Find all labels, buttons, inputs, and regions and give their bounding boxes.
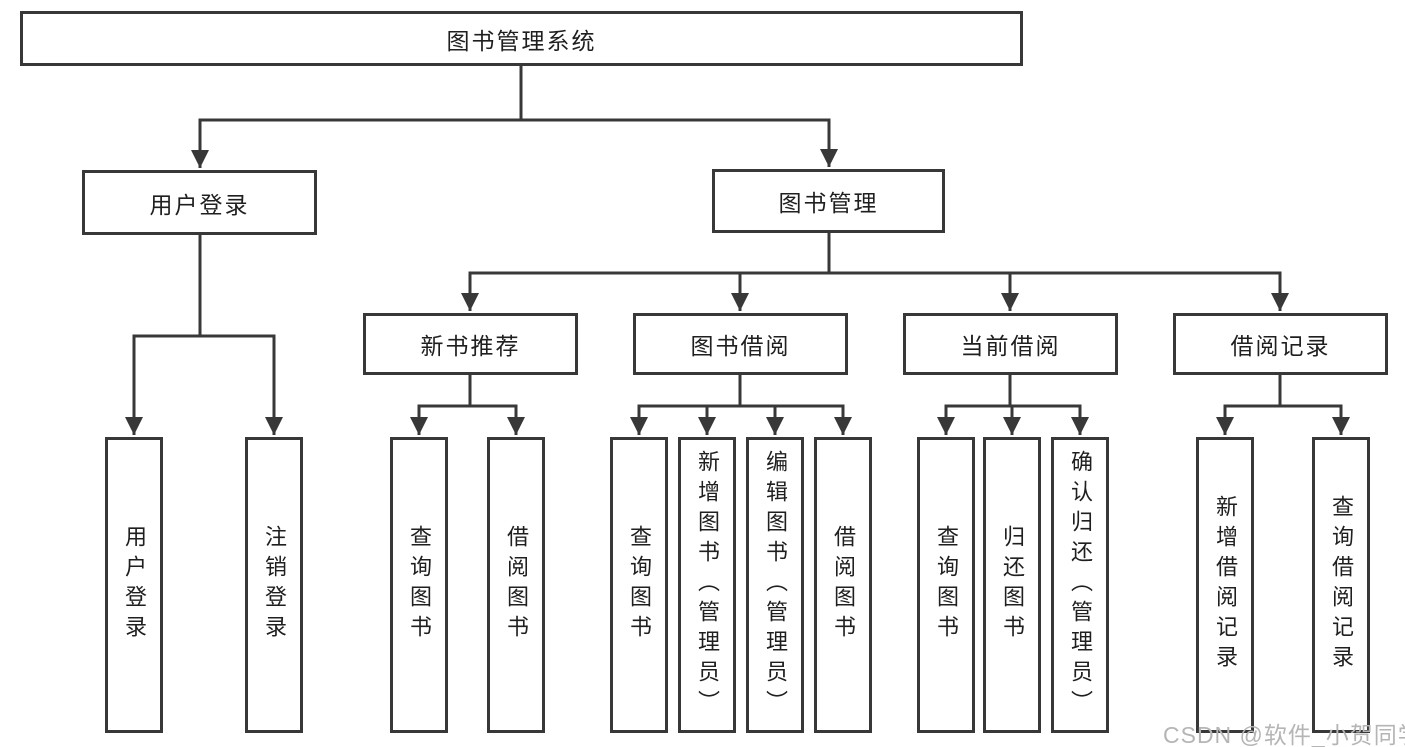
leaf-label: 编辑图书（管理员）: [763, 450, 788, 720]
branch-label: 用户登录: [149, 191, 250, 218]
node-current-borrowing: 当前借阅: [903, 313, 1118, 375]
leaf-label: 借阅图书: [831, 525, 856, 645]
group-label: 借阅记录: [1230, 333, 1331, 359]
leaf-user-login: 用户登录: [105, 437, 163, 733]
leaf-label: 查询借阅记录: [1329, 495, 1354, 675]
group-label: 当前借阅: [960, 333, 1061, 359]
leaf-borrowing-query-books: 查询图书: [610, 437, 668, 733]
group-label: 新书推荐: [420, 333, 521, 359]
leaf-borrowing-borrow-books: 借阅图书: [814, 437, 872, 733]
leaf-current-query-books: 查询图书: [917, 437, 975, 733]
leaf-label: 用户登录: [122, 525, 147, 645]
leaf-borrowing-edit-books-admin: 编辑图书（管理员）: [746, 437, 804, 733]
node-book-management-branch: 图书管理: [712, 169, 945, 233]
leaf-recommend-borrow-books: 借阅图书: [487, 437, 545, 733]
node-user-login-branch: 用户登录: [82, 170, 317, 235]
leaf-label: 新增借阅记录: [1213, 495, 1238, 675]
node-borrowing-records: 借阅记录: [1173, 313, 1388, 375]
leaf-label: 借阅图书: [504, 525, 529, 645]
leaf-current-return-books: 归还图书: [983, 437, 1041, 733]
leaf-logout: 注销登录: [245, 437, 303, 733]
leaf-label: 查询图书: [627, 525, 652, 645]
csdn-watermark: CSDN @软件_小贺同学: [1163, 722, 1405, 747]
leaf-label: 新增图书（管理员）: [695, 450, 720, 720]
root-label: 图书管理系统: [446, 27, 597, 54]
node-book-borrowing: 图书借阅: [633, 313, 848, 375]
node-library-system-root: 图书管理系统: [20, 11, 1023, 66]
leaf-borrowing-add-books-admin: 新增图书（管理员）: [678, 437, 736, 733]
leaf-label: 查询图书: [407, 525, 432, 645]
leaf-label: 确认归还（管理员）: [1068, 450, 1093, 720]
leaf-records-query-record: 查询借阅记录: [1312, 437, 1370, 733]
leaf-current-confirm-return-admin: 确认归还（管理员）: [1051, 437, 1109, 733]
node-new-book-recommend: 新书推荐: [363, 313, 578, 375]
leaf-label: 归还图书: [1000, 525, 1025, 645]
group-label: 图书借阅: [690, 333, 791, 359]
branch-label: 图书管理: [778, 190, 879, 216]
leaf-records-add-record: 新增借阅记录: [1196, 437, 1254, 733]
leaf-label: 注销登录: [262, 525, 287, 645]
leaf-label: 查询图书: [934, 525, 959, 645]
leaf-recommend-query-books: 查询图书: [390, 437, 448, 733]
